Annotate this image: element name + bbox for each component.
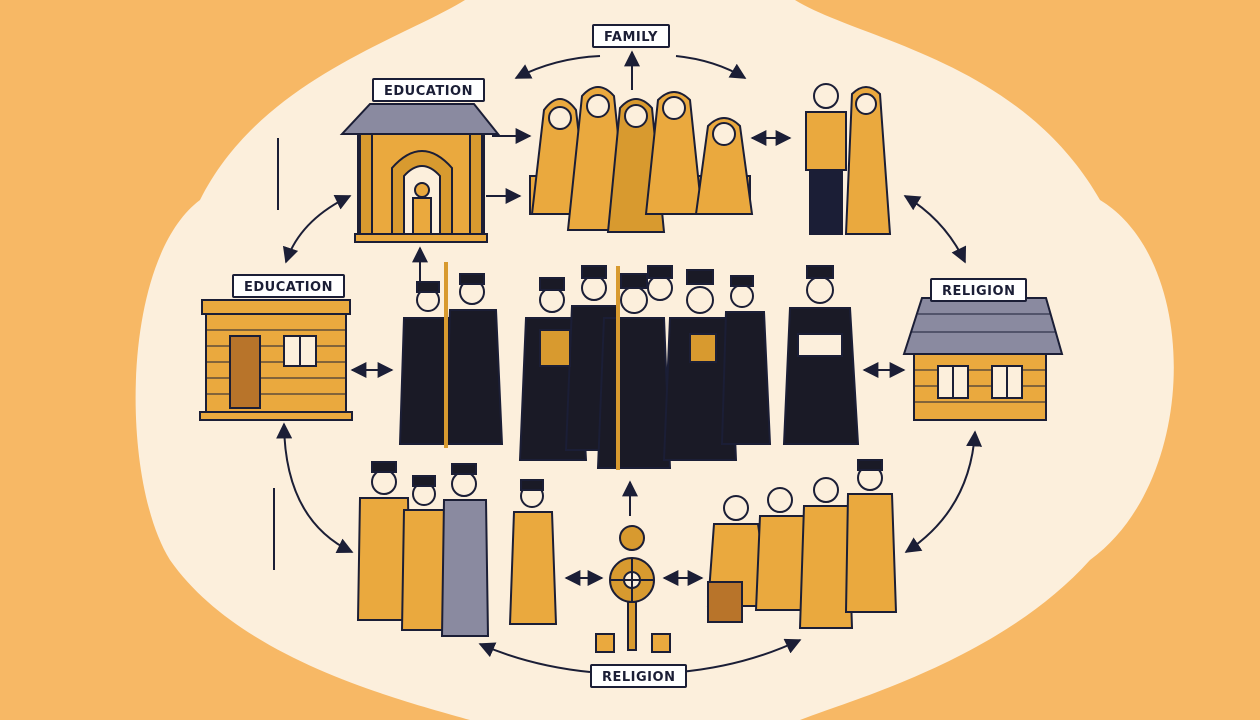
men-group-bottom-left (356, 461, 558, 637)
arrow-right-lower-loop (904, 430, 983, 553)
label-religion-bottom: RELIGION (590, 664, 688, 688)
cross-wheel-symbol (595, 525, 671, 653)
priests-left-pair (398, 262, 504, 448)
arrow-top-right-loop (903, 195, 967, 264)
arrow-bottom-right (679, 638, 802, 673)
label-family: FAMILY (592, 24, 670, 48)
arrow-family-left (514, 55, 601, 79)
label-religion-right: RELIGION (930, 278, 1028, 302)
arrow-top-left-loop (282, 195, 352, 264)
arrow-bottom-left (478, 642, 591, 673)
log-cabin-right (902, 297, 1064, 421)
priest-reading (782, 265, 860, 445)
elders-group-bottom-right (706, 459, 898, 629)
label-education-top: EDUCATION (372, 78, 485, 102)
school-building (339, 103, 501, 243)
label-education-left: EDUCATION (232, 274, 345, 298)
log-cabin-left (199, 299, 353, 421)
family-group (529, 86, 754, 233)
priests-central-group (518, 265, 772, 470)
arrow-family-right (675, 55, 747, 79)
couple (805, 83, 892, 235)
arrow-left-lower-loop (276, 422, 354, 554)
